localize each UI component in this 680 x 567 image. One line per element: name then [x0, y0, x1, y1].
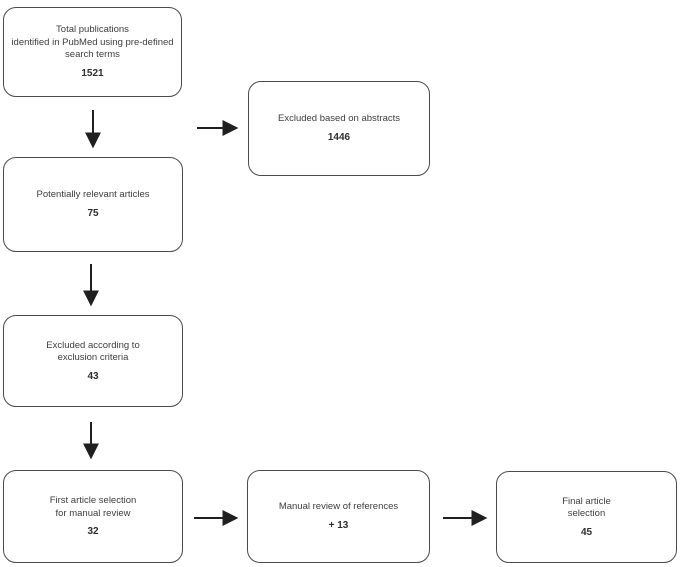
- box-count: 32: [87, 526, 99, 537]
- box-label: Manual review of references: [278, 501, 399, 513]
- box-label: Excluded based on abstracts: [278, 113, 400, 125]
- flow-box-excluded-abstracts: Excluded based on abstracts 1446: [248, 81, 430, 176]
- flow-box-total-publications: Total publications identified in PubMed …: [3, 7, 182, 97]
- box-label: Potentially relevant articles: [36, 189, 150, 201]
- box-label: Final article selection: [562, 495, 611, 520]
- box-count: 43: [87, 370, 99, 382]
- flow-box-excluded-criteria: Excluded according to exclusion criteria…: [3, 315, 183, 407]
- box-count: 1446: [327, 131, 351, 143]
- box-count: 45: [580, 526, 593, 538]
- box-count: 75: [87, 207, 99, 219]
- flow-box-final-selection: Final article selection 45: [496, 471, 677, 563]
- box-label: Excluded according to exclusion criteria: [46, 339, 140, 364]
- box-label: Total publications identified in PubMed …: [11, 24, 174, 61]
- flow-box-potentially-relevant: Potentially relevant articles 75: [3, 157, 183, 252]
- box-count: + 13: [328, 519, 349, 531]
- flow-box-manual-review: Manual review of references + 13: [247, 470, 430, 563]
- box-label: First article selection for manual revie…: [49, 495, 137, 519]
- flow-box-first-selection: First article selection for manual revie…: [3, 470, 183, 563]
- box-count: 1521: [81, 67, 104, 79]
